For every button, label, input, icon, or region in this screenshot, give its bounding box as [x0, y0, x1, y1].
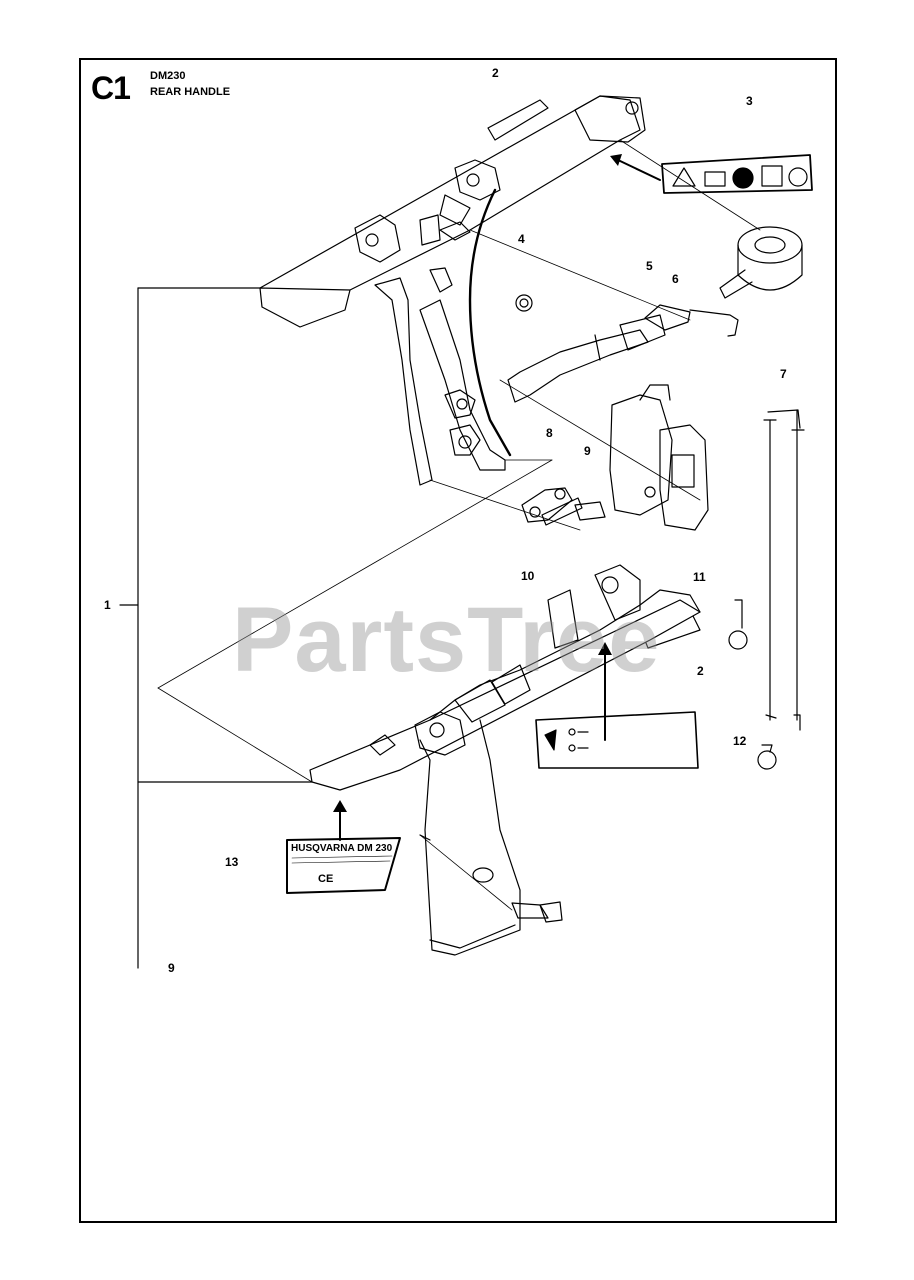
collar-5 [719, 226, 803, 299]
settings-decal [535, 711, 699, 769]
switch-11 [609, 384, 709, 531]
callout-4: 4 [518, 232, 525, 246]
callout-12: 12 [733, 734, 747, 748]
spring-4 [515, 294, 533, 312]
callout-9-mid: 9 [584, 444, 591, 458]
warning-decal-3 [661, 154, 813, 194]
clamp-10 [521, 487, 573, 523]
screws [487, 99, 701, 923]
diagram-frame [79, 58, 837, 1223]
throttle-cable [468, 188, 512, 457]
callout-8: 8 [546, 426, 553, 440]
cable-assembly-12 [728, 409, 805, 770]
upper-handle-half [259, 95, 646, 486]
callout-arrows [339, 159, 661, 841]
callout-2-mid: 2 [697, 664, 704, 678]
callout-2-top: 2 [492, 66, 499, 80]
decal-13 [286, 837, 401, 894]
callout-1: 1 [104, 598, 111, 612]
item-1-bracket [119, 287, 313, 969]
callout-10: 10 [521, 569, 535, 583]
callout-6: 6 [672, 272, 679, 286]
callout-13: 13 [225, 855, 239, 869]
section-title: REAR HANDLE [150, 86, 231, 98]
assembly-guidelines [157, 139, 761, 911]
decal-13-brand: HUSQVARNA DM 230 [291, 843, 393, 854]
callout-5: 5 [646, 259, 653, 273]
callout-11: 11 [693, 570, 706, 584]
trigger-lever-8 [507, 304, 691, 403]
callout-7: 7 [780, 367, 787, 381]
callout-9-bottom: 9 [168, 961, 175, 975]
wire-6 [689, 309, 739, 337]
decal-13-ce-mark: CE [318, 873, 333, 885]
watermark: PartsTree [232, 589, 661, 691]
section-code: C1 [91, 70, 131, 106]
callout-3: 3 [746, 94, 753, 108]
model-name: DM230 [150, 70, 186, 82]
